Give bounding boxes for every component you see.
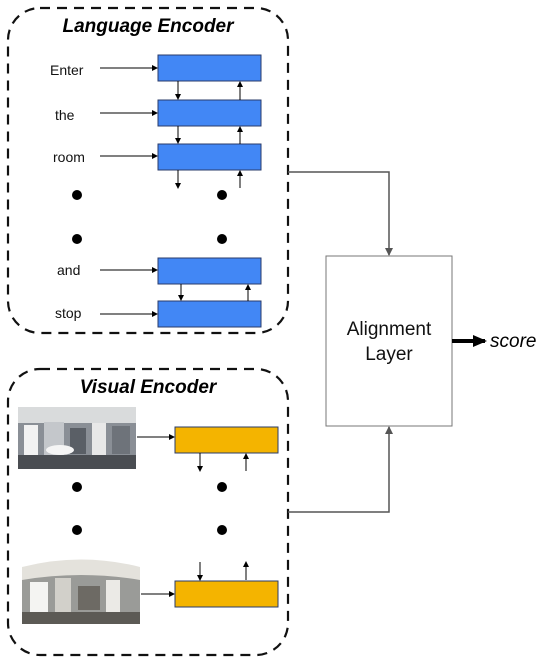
alignment-layer-label-line1: Alignment — [347, 319, 432, 340]
alignment-layer-box — [325, 255, 453, 427]
ellipsis-dot — [217, 190, 227, 200]
ellipsis-dot — [217, 525, 227, 535]
lstm-cell-language — [157, 300, 262, 328]
lstm-cell-language — [157, 257, 262, 285]
word-and: and — [57, 262, 80, 278]
ellipsis-dot — [217, 482, 227, 492]
panorama-image-2 — [22, 559, 140, 624]
word-the: the — [55, 107, 75, 123]
lstm-cell-language — [157, 54, 262, 82]
language-encoder-container — [6, 6, 290, 335]
ellipsis-dot — [72, 234, 82, 244]
panorama-image-1 — [18, 407, 136, 469]
score-label: score — [490, 331, 536, 352]
ellipsis-dot — [72, 525, 82, 535]
lstm-cell-visual — [174, 426, 279, 454]
lstm-cell-visual — [174, 580, 279, 608]
word-room: room — [53, 149, 85, 165]
ellipsis-dot — [217, 234, 227, 244]
visual-encoder-title: Visual Encoder — [80, 377, 218, 398]
word-stop: stop — [55, 305, 82, 321]
lstm-cell-language — [157, 143, 262, 171]
language-to-alignment-connector — [288, 171, 393, 256]
word-enter: Enter — [50, 62, 84, 78]
alignment-layer-label-line2: Layer — [365, 344, 413, 365]
language-encoder-title: Language Encoder — [62, 16, 235, 37]
lstm-cell-language — [157, 99, 262, 127]
ellipsis-dot — [72, 190, 82, 200]
visual-to-alignment-connector — [288, 426, 393, 513]
ellipsis-dot — [72, 482, 82, 492]
